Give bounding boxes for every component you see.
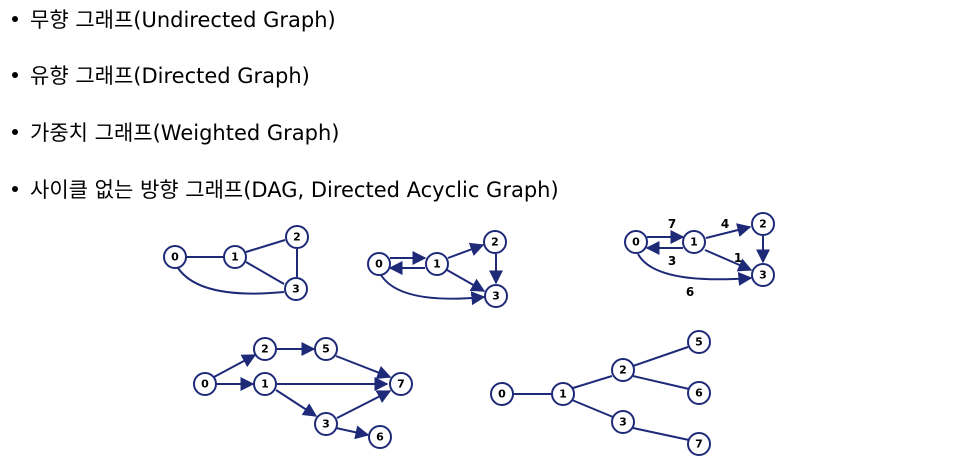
svg-text:0: 0 bbox=[632, 236, 640, 249]
edge-5-7 bbox=[335, 355, 392, 379]
bullet-text: 사이클 없는 방향 그래프(DAG, Directed Acyclic Grap… bbox=[30, 178, 559, 202]
graph-node: 2 bbox=[483, 230, 507, 254]
edge-1-3 bbox=[704, 249, 753, 272]
graph-node: 3 bbox=[611, 410, 635, 434]
edge-1-3 bbox=[275, 389, 318, 417]
graph-node: 5 bbox=[314, 337, 338, 361]
edge-1-3 bbox=[571, 399, 614, 418]
weight-label: 4 bbox=[721, 217, 729, 231]
graph-node: 0 bbox=[163, 245, 187, 269]
svg-text:1: 1 bbox=[433, 258, 441, 271]
graph-node: 7 bbox=[687, 432, 711, 456]
graph-node: 3 bbox=[484, 284, 508, 308]
svg-text:3: 3 bbox=[492, 290, 500, 303]
graph-node: 0 bbox=[624, 230, 648, 254]
edge-0-3 bbox=[637, 253, 753, 286]
svg-text:3: 3 bbox=[759, 269, 767, 282]
svg-text:0: 0 bbox=[498, 388, 506, 401]
edge-1-2 bbox=[245, 239, 286, 253]
svg-text:3: 3 bbox=[292, 283, 300, 296]
bullet-item-undirected: 무향 그래프(Undirected Graph) bbox=[10, 7, 336, 33]
edge-1-3 bbox=[446, 269, 486, 292]
directed-graph: 0 1 2 3 bbox=[367, 230, 508, 308]
edge-1-2 bbox=[572, 375, 613, 389]
svg-text:1: 1 bbox=[690, 236, 698, 249]
graph-node: 2 bbox=[611, 358, 635, 382]
svg-text:2: 2 bbox=[261, 343, 269, 356]
edge-0-3 bbox=[380, 274, 486, 306]
bullet-item-weighted: 가중치 그래프(Weighted Graph) bbox=[10, 120, 339, 146]
svg-text:5: 5 bbox=[695, 336, 703, 349]
edge-3-7 bbox=[632, 427, 690, 441]
graph-node: 2 bbox=[751, 212, 775, 236]
edge-0-2 bbox=[213, 354, 257, 378]
bullet-dot-icon bbox=[12, 16, 18, 22]
weight-label: 1 bbox=[734, 251, 742, 265]
edge-2-5 bbox=[632, 346, 689, 367]
bullet-text: 무향 그래프(Undirected Graph) bbox=[30, 8, 336, 32]
svg-text:0: 0 bbox=[171, 251, 179, 264]
svg-text:1: 1 bbox=[261, 378, 269, 391]
edge-0-3 bbox=[177, 267, 285, 295]
edge-1-2 bbox=[447, 242, 485, 259]
graph-node: 1 bbox=[682, 230, 706, 254]
edge-1-2 bbox=[705, 223, 752, 239]
svg-text:0: 0 bbox=[201, 378, 209, 391]
graph-node: 6 bbox=[687, 381, 711, 405]
graph-node: 3 bbox=[284, 277, 308, 301]
svg-text:2: 2 bbox=[759, 218, 767, 231]
weighted-graph: 7 3 4 1 6 0 1 2 3 bbox=[624, 212, 775, 299]
svg-text:2: 2 bbox=[491, 236, 499, 249]
edge-1-3 bbox=[245, 261, 285, 285]
graph-node: 1 bbox=[551, 382, 575, 406]
graph-node: 3 bbox=[751, 263, 775, 287]
svg-text:3: 3 bbox=[619, 416, 627, 429]
weight-label: 3 bbox=[668, 254, 676, 268]
bullet-dot-icon bbox=[12, 186, 18, 192]
svg-text:2: 2 bbox=[619, 364, 627, 377]
svg-text:7: 7 bbox=[397, 378, 405, 391]
graph-node: 1 bbox=[223, 245, 247, 269]
weight-label: 7 bbox=[668, 217, 676, 231]
svg-text:3: 3 bbox=[322, 418, 330, 431]
edge-2-6 bbox=[632, 375, 690, 390]
edge-3-6 bbox=[335, 425, 370, 440]
dag-graph: 0 1 2 3 5 6 7 bbox=[193, 337, 413, 449]
svg-text:6: 6 bbox=[376, 431, 384, 444]
bullet-item-dag: 사이클 없는 방향 그래프(DAG, Directed Acyclic Grap… bbox=[10, 177, 559, 203]
graph-node: 0 bbox=[367, 252, 391, 276]
svg-text:2: 2 bbox=[293, 231, 301, 244]
graph-node: 6 bbox=[368, 425, 392, 449]
svg-text:5: 5 bbox=[322, 343, 330, 356]
svg-text:7: 7 bbox=[695, 438, 703, 451]
bullet-item-directed: 유향 그래프(Directed Graph) bbox=[10, 63, 310, 89]
svg-text:0: 0 bbox=[375, 258, 383, 271]
graph-node: 0 bbox=[193, 372, 217, 396]
svg-text:6: 6 bbox=[695, 387, 703, 400]
svg-text:1: 1 bbox=[559, 388, 567, 401]
graph-node: 1 bbox=[253, 372, 277, 396]
bullet-text: 유향 그래프(Directed Graph) bbox=[30, 64, 310, 88]
bullet-text: 가중치 그래프(Weighted Graph) bbox=[30, 121, 340, 145]
weight-label: 6 bbox=[686, 285, 694, 299]
graph-node: 5 bbox=[687, 330, 711, 354]
bullet-dot-icon bbox=[12, 129, 18, 135]
graph-node: 0 bbox=[490, 382, 514, 406]
tree-graph: 0 1 2 3 5 6 7 bbox=[490, 330, 711, 456]
graph-node: 3 bbox=[314, 412, 338, 436]
svg-text:1: 1 bbox=[231, 251, 239, 264]
graph-node: 7 bbox=[389, 372, 413, 396]
edge-3-7 bbox=[336, 390, 392, 419]
graph-node: 2 bbox=[253, 337, 277, 361]
undirected-graph: 0 1 2 3 bbox=[163, 225, 309, 301]
graph-node: 1 bbox=[425, 252, 449, 276]
graph-node: 2 bbox=[285, 225, 309, 249]
bullet-dot-icon bbox=[12, 72, 18, 78]
